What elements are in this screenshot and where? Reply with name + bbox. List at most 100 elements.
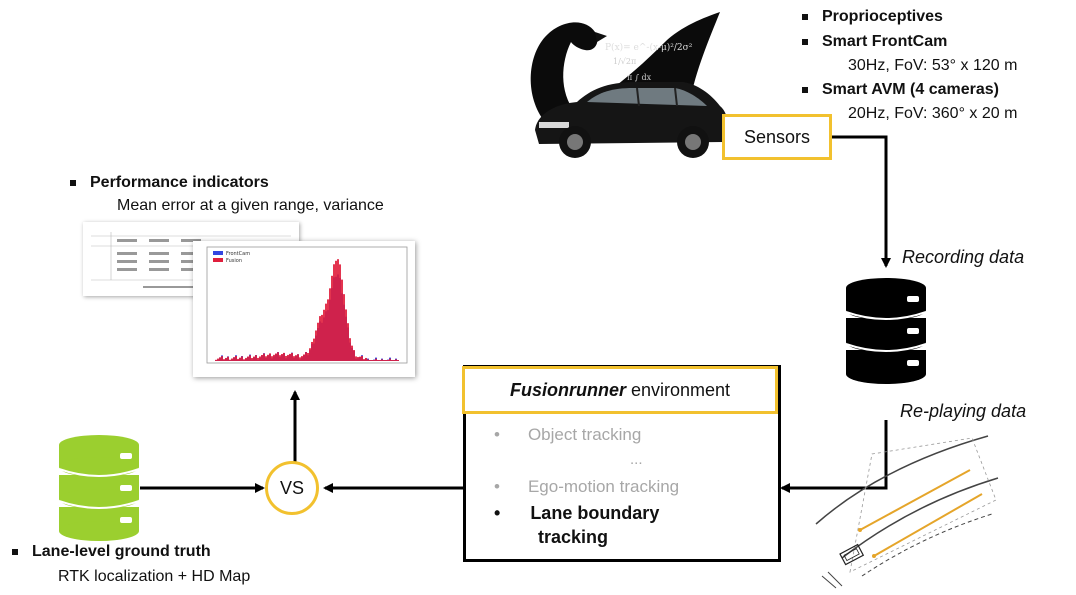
- histogram-bar-fusion: [349, 338, 351, 361]
- bullet-icon: [802, 86, 808, 93]
- fusionrunner-suffix: environment: [625, 379, 731, 400]
- histogram-bar-fusion: [269, 353, 271, 361]
- histogram-bar-fusion: [287, 354, 289, 361]
- histogram-bar-fusion: [313, 338, 315, 361]
- histogram-bar-fusion: [225, 357, 227, 361]
- histogram-bar-fusion: [217, 358, 219, 361]
- histogram-bar-fusion: [351, 345, 353, 361]
- histogram-bar-fusion: [373, 359, 375, 361]
- histogram-bar-fusion: [255, 355, 257, 361]
- histogram-bar-fusion: [389, 358, 391, 361]
- histogram-bar-fusion: [263, 353, 265, 361]
- histogram-bar-fusion: [245, 357, 247, 361]
- histogram-bar-fusion: [343, 294, 345, 361]
- histogram-bar-fusion: [259, 356, 261, 361]
- bullet-icon: [12, 548, 18, 555]
- histogram-bar-fusion: [393, 360, 395, 361]
- histogram-bar-fusion: [377, 360, 379, 361]
- histogram-bar-fusion: [247, 356, 249, 361]
- histogram-bar-fusion: [355, 356, 357, 361]
- histogram-bar-fusion: [261, 354, 263, 361]
- histogram-bar-fusion: [221, 356, 223, 361]
- avm-label: Smart AVM (4 cameras): [822, 81, 999, 98]
- histogram-bar-fusion: [301, 356, 303, 361]
- histogram-bar-fusion: [285, 355, 287, 361]
- svg-text:1/√2π: 1/√2π: [613, 57, 636, 66]
- ego-motion-label: Ego-motion tracking: [527, 477, 680, 496]
- histogram-bar-fusion: [381, 359, 383, 361]
- histogram-bar-fusion: [369, 360, 371, 361]
- histogram-bar-fusion: [277, 352, 279, 361]
- histogram-bar-fusion: [223, 359, 225, 361]
- histogram-bar-fusion: [325, 303, 327, 361]
- histogram-bar-fusion: [281, 354, 283, 361]
- fusionrunner-name: Fusionrunner: [509, 379, 626, 400]
- fusionrunner-title-box: Fusionrunner environment: [462, 366, 778, 414]
- histogram-bar-fusion: [215, 359, 217, 361]
- histogram-bar-fusion: [345, 309, 347, 361]
- performance-title: Performance indicators: [70, 174, 269, 192]
- histogram-bar-fusion: [251, 358, 253, 361]
- lane-boundary-label: Lane boundary: [530, 503, 660, 523]
- histogram-bar-fusion: [305, 352, 307, 361]
- avm-detail: 20Hz, FoV: 360° x 20 m: [848, 105, 1018, 122]
- frontcam-label: Smart FrontCam: [822, 33, 948, 50]
- histogram-bar-fusion: [241, 356, 243, 361]
- recording-database-icon: [845, 278, 927, 384]
- bullet-icon: [802, 38, 808, 45]
- histogram-bar-fusion: [271, 356, 273, 361]
- lane-sketch-illustration: [812, 426, 1002, 590]
- histogram-bar-fusion: [383, 360, 385, 361]
- histogram-bar-fusion: [347, 323, 349, 361]
- histogram-bar-fusion: [235, 355, 237, 361]
- histogram-bar-fusion: [335, 260, 337, 361]
- bullet-icon: [802, 13, 808, 20]
- svg-text:π ∫ dx: π ∫ dx: [627, 73, 652, 82]
- histogram-bar-fusion: [311, 341, 313, 361]
- histogram-bar-fusion: [275, 353, 277, 361]
- histogram-bar-fusion: [391, 360, 393, 361]
- histogram-bar-fusion: [231, 358, 233, 361]
- histogram-bar-fusion: [219, 357, 221, 361]
- histogram-bar-fusion: [239, 357, 241, 361]
- histogram-bar-fusion: [341, 279, 343, 361]
- fusion-item-object-tracking: •Object tracking: [494, 425, 642, 444]
- histogram-bar-fusion: [319, 316, 321, 361]
- histogram-bar-fusion: [291, 352, 293, 361]
- histogram-bar-fusion: [279, 355, 281, 361]
- spec-proprioceptives: Proprioceptives: [802, 8, 943, 26]
- histogram-bar-fusion: [375, 358, 377, 361]
- car-image: P(x)= e^-(x-μ)²/2σ² 1/√2π π ∫ dx: [515, 2, 730, 170]
- legend-fusion-swatch: [213, 258, 223, 262]
- histogram-bar-fusion: [361, 355, 363, 361]
- recording-data-label: Recording data: [902, 247, 1025, 267]
- histogram-bar-fusion: [395, 359, 397, 361]
- svg-text:P(x)= e^-(x-μ)²/2σ²: P(x)= e^-(x-μ)²/2σ²: [605, 42, 693, 53]
- histogram-bar-fusion: [273, 354, 275, 361]
- histogram-bar-fusion: [323, 309, 325, 361]
- histogram-bar-fusion: [297, 354, 299, 361]
- ground-truth-database-icon: [58, 435, 140, 541]
- ground-truth-detail: RTK localization + HD Map: [58, 568, 251, 585]
- fusion-item-lane-boundary: •Lane boundary: [494, 503, 660, 523]
- histogram-bar-fusion: [371, 360, 373, 361]
- frontcam-detail: 30Hz, FoV: 53° x 120 m: [848, 57, 1018, 74]
- error-histogram: FrontCam Fusion: [193, 241, 415, 377]
- histogram-bar-fusion: [339, 264, 341, 361]
- histogram-bar-fusion: [331, 275, 333, 361]
- vs-label: VS: [279, 477, 304, 498]
- histogram-bar-fusion: [363, 359, 365, 361]
- histogram-bar-fusion: [295, 355, 297, 361]
- bullet-icon: [70, 179, 76, 186]
- spec-avm: Smart AVM (4 cameras): [802, 81, 999, 99]
- histogram-bar-fusion: [315, 330, 317, 361]
- histogram-bar-fusion: [303, 354, 305, 361]
- replaying-data-label: Re-playing data: [900, 401, 1027, 421]
- performance-detail: Mean error at a given range, variance: [117, 197, 384, 214]
- histogram-bar-fusion: [267, 354, 269, 361]
- histogram-bar-fusion: [353, 350, 355, 361]
- histogram-bar-fusion: [367, 359, 369, 361]
- histogram-bar-fusion: [357, 357, 359, 361]
- histogram-bar-fusion: [237, 358, 239, 361]
- sensors-box: Sensors: [722, 114, 832, 160]
